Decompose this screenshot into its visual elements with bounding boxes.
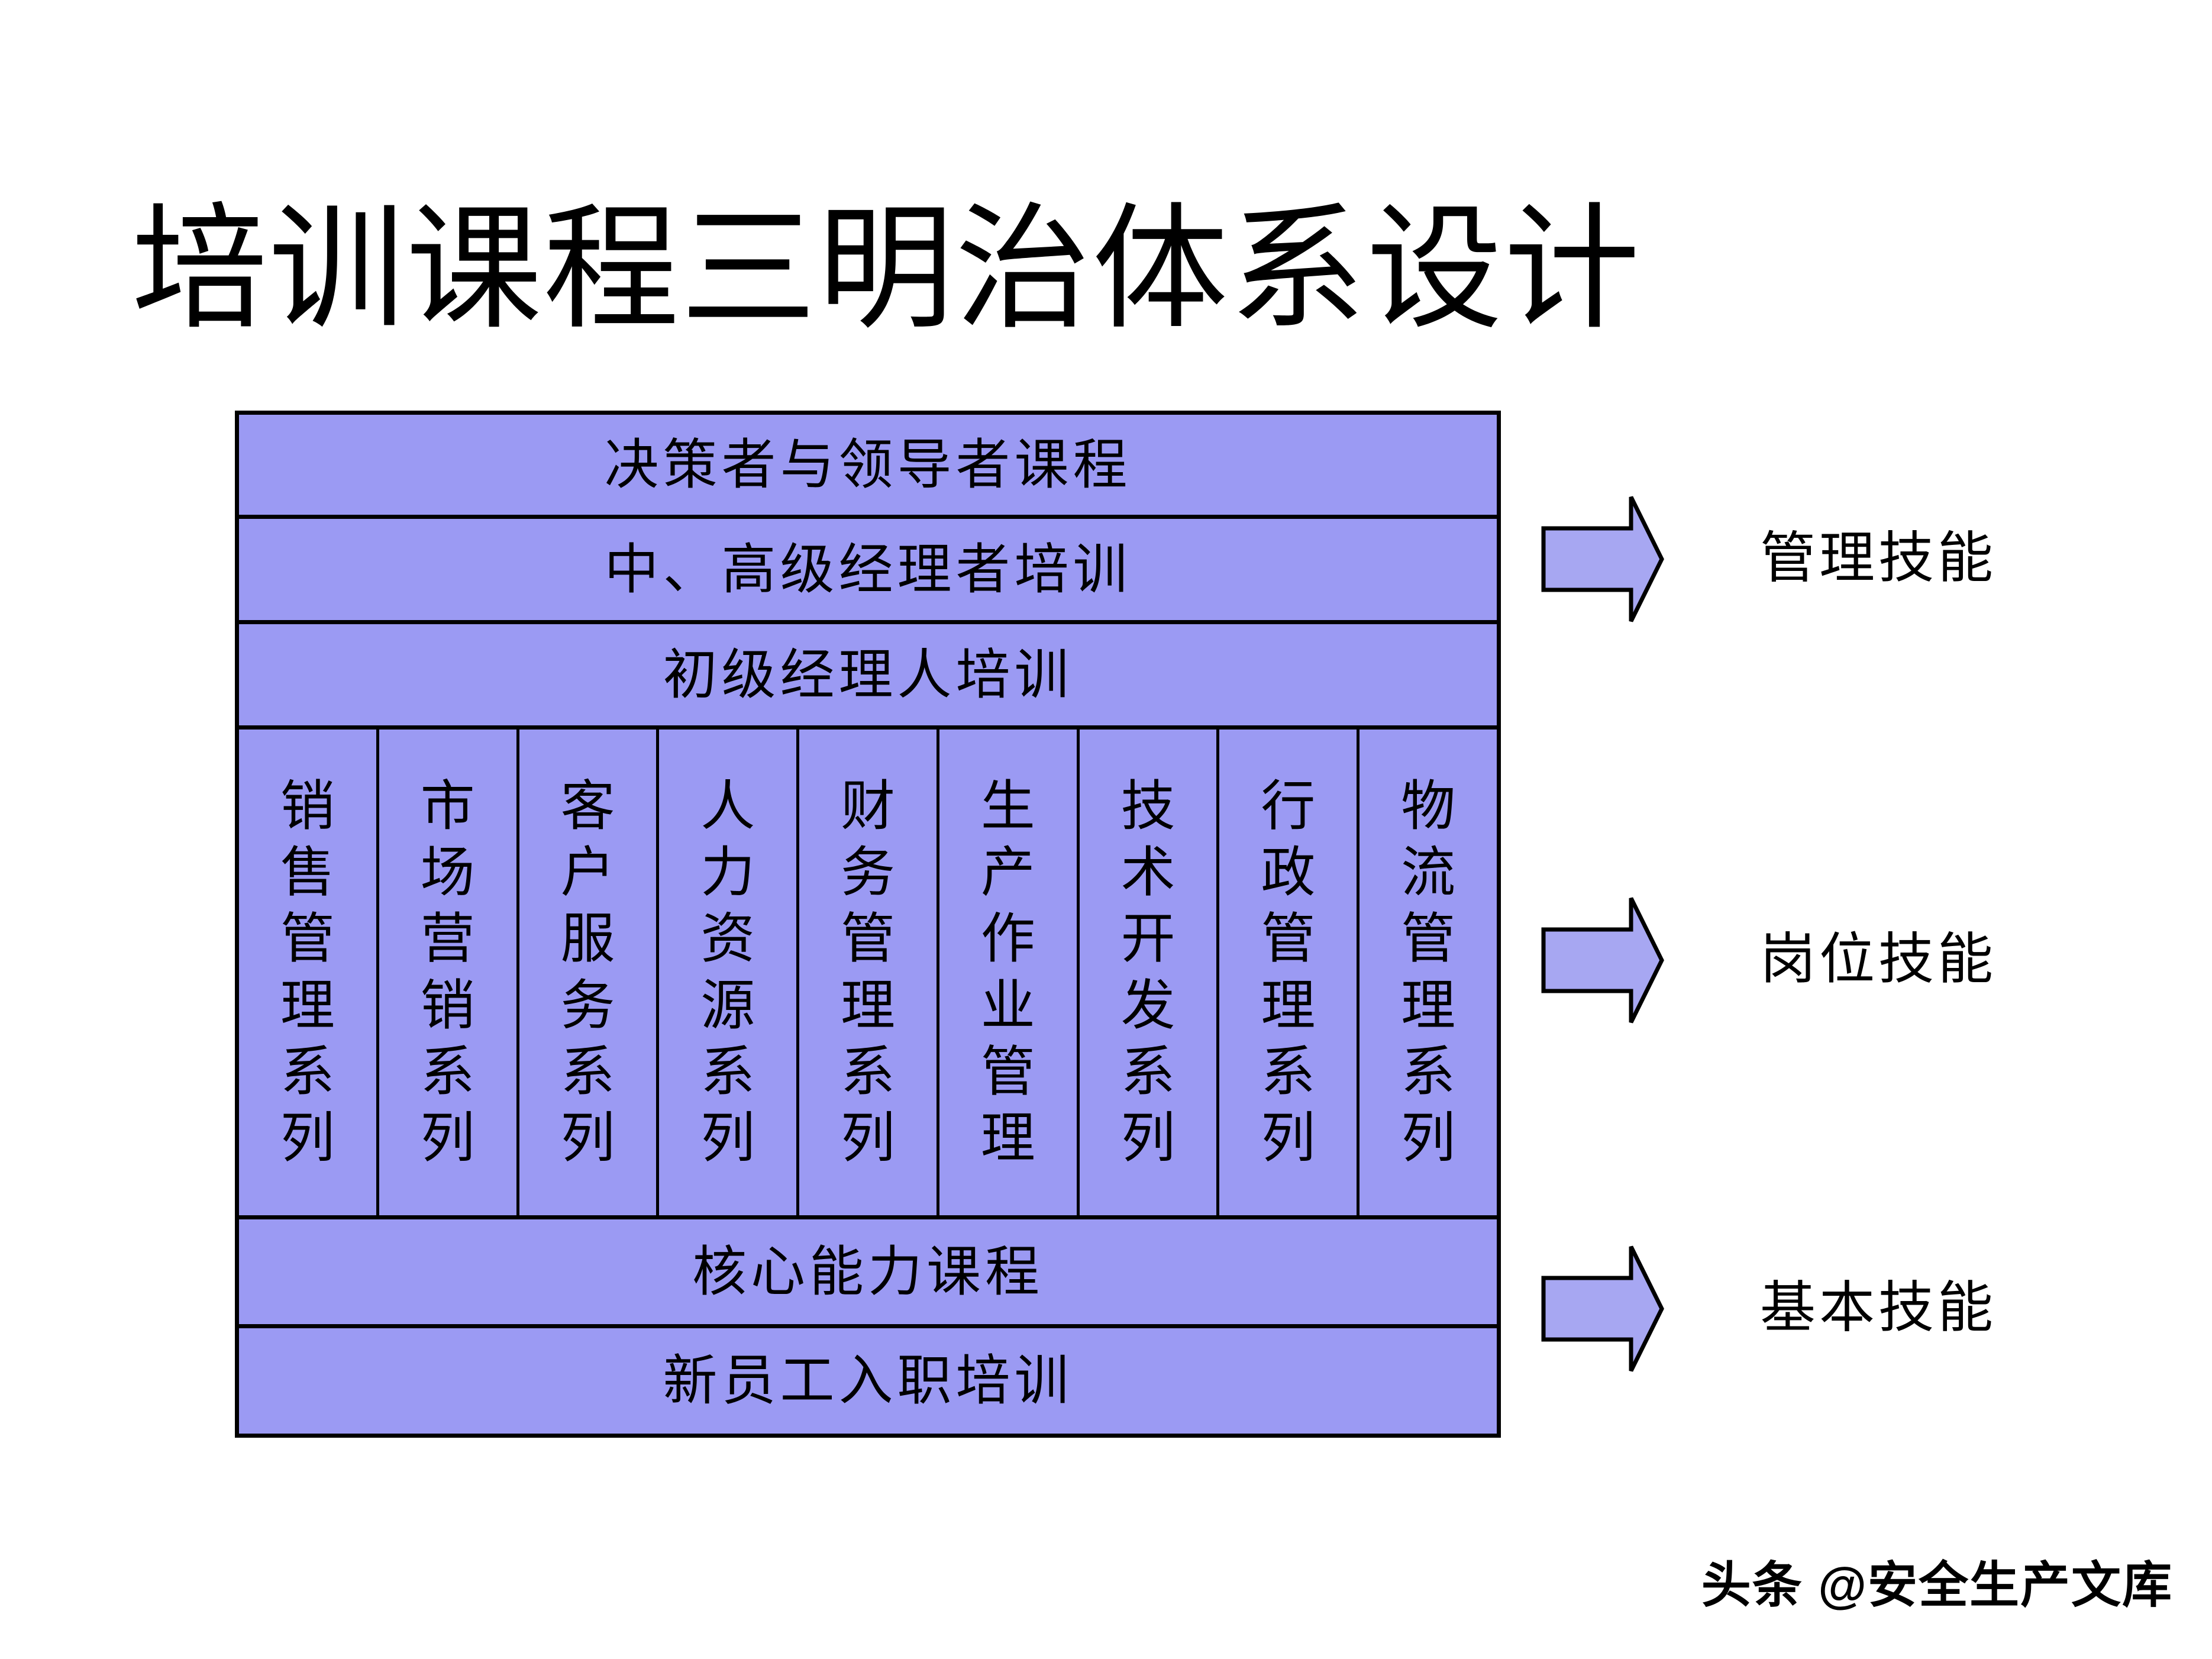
column-logistics-management: 物流管理系列: [1360, 730, 1497, 1215]
column-human-resources: 人力资源系列: [659, 730, 800, 1215]
watermark-text: 头条 @安全生产文库: [1701, 1557, 2173, 1613]
row-junior-manager-training: 初级经理人培训: [239, 624, 1497, 730]
column-label: 技术开发系列: [1120, 776, 1176, 1169]
row-new-employee-onboarding: 新员工入职培训: [239, 1328, 1497, 1434]
column-label: 人力资源系列: [700, 776, 755, 1169]
row-decision-leader-course: 决策者与领导者课程: [239, 415, 1497, 519]
right-arrow-icon: [1541, 496, 1664, 622]
column-administration: 行政管理系列: [1219, 730, 1360, 1215]
column-label: 财务管理系列: [841, 776, 896, 1169]
row-label: 初级经理人培训: [663, 644, 1073, 705]
row-label: 核心能力课程: [692, 1241, 1044, 1302]
right-arrow-shape: [1541, 496, 1664, 622]
training-sandwich-diagram: 决策者与领导者课程 中、高级经理者培训 初级经理人培训 销售管理系列 市场营销系…: [235, 411, 1501, 1438]
row-core-competency-course: 核心能力课程: [239, 1219, 1497, 1328]
column-sales-management: 销售管理系列: [239, 730, 379, 1215]
column-label: 物流管理系列: [1401, 776, 1456, 1169]
column-label: 生产作业管理: [980, 776, 1035, 1169]
right-arrow-icon: [1541, 897, 1664, 1024]
row-label: 中、高级经理者培训: [604, 539, 1132, 600]
column-production-operations: 生产作业管理: [939, 730, 1080, 1215]
column-label: 市场营销系列: [420, 776, 475, 1169]
legend-label-management-skills: 管理技能: [1760, 528, 1997, 589]
right-arrow-icon: [1541, 1245, 1664, 1372]
job-skill-columns: 销售管理系列 市场营销系列 客户服务系列 人力资源系列 财务管理系列 生产作业管…: [239, 730, 1497, 1219]
column-label: 行政管理系列: [1261, 776, 1316, 1169]
column-finance-management: 财务管理系列: [799, 730, 939, 1215]
column-label: 客户服务系列: [560, 776, 615, 1169]
row-mid-senior-manager-training: 中、高级经理者培训: [239, 519, 1497, 624]
legend-label-basic-skills: 基本技能: [1760, 1277, 1997, 1339]
row-label: 新员工入职培训: [663, 1351, 1073, 1411]
row-label: 决策者与领导者课程: [604, 434, 1132, 495]
right-arrow-shape: [1541, 897, 1664, 1024]
column-marketing: 市场营销系列: [379, 730, 519, 1215]
column-technology-development: 技术开发系列: [1080, 730, 1220, 1215]
column-customer-service: 客户服务系列: [519, 730, 660, 1215]
right-arrow-shape: [1541, 1245, 1664, 1372]
legend-label-position-skills: 岗位技能: [1760, 929, 1997, 990]
page-title: 培训课程三明治体系设计: [131, 195, 1642, 346]
column-label: 销售管理系列: [280, 776, 335, 1169]
